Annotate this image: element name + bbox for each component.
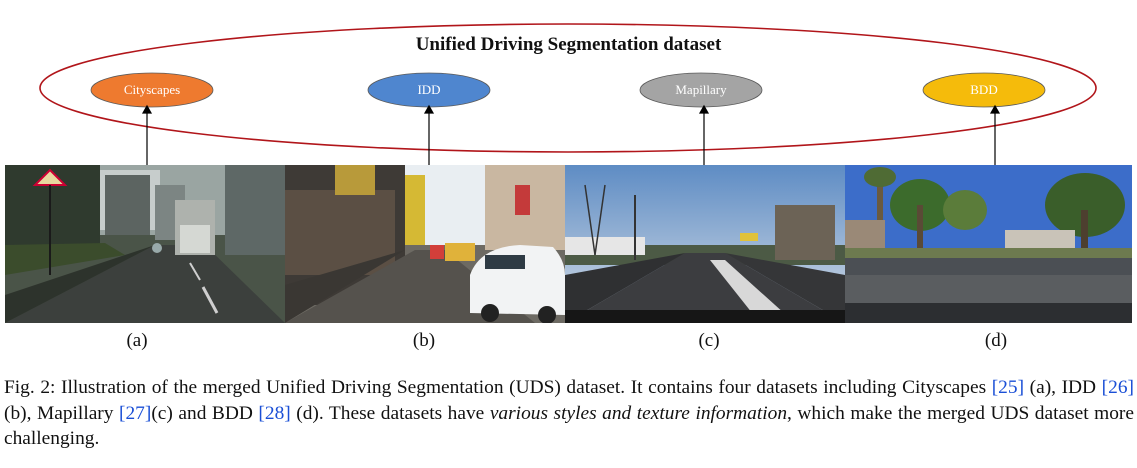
subfigure-label-d: (d) xyxy=(984,330,1008,351)
photo-cityscapes xyxy=(5,165,285,323)
caption-suffix: , which make the merged UDS dataset more… xyxy=(4,402,1134,450)
citation-link[interactable]: [25] xyxy=(991,377,1025,398)
node-label-bdd: BDD xyxy=(970,82,998,97)
caption-text: (b), Mapillary xyxy=(4,402,120,424)
node-label-mapillary: Mapillary xyxy=(675,82,727,97)
photo-mapillary xyxy=(565,165,845,323)
subfigure-label-b: (b) xyxy=(412,330,436,351)
subfigure-label-c: (c) xyxy=(698,330,720,351)
caption-text: (c) and BDD xyxy=(151,402,259,424)
caption-text: (a), IDD xyxy=(1024,377,1102,398)
diagram-lines xyxy=(39,23,1097,165)
node-label-idd: IDD xyxy=(417,82,441,97)
node-label-cityscapes: Cityscapes xyxy=(123,82,181,97)
caption-italic: various styles and texture information xyxy=(489,402,788,424)
node-mapillary xyxy=(639,72,763,108)
caption-text: (d). These datasets have xyxy=(290,402,490,424)
citation-link[interactable]: [27] xyxy=(119,402,152,424)
node-bdd xyxy=(922,72,1046,108)
figure: Unified Driving Segmentation dataset Cit… xyxy=(5,23,1132,351)
node-cityscapes xyxy=(90,72,214,108)
caption-prefix: Fig. 2: Illustration of the merged Unifi… xyxy=(4,377,992,398)
citation-link[interactable]: [28] xyxy=(258,402,291,424)
figure-caption: Fig. 2: Illustration of the merged Unifi… xyxy=(4,375,1134,452)
subfigure-label-a: (a) xyxy=(126,330,148,351)
photo-bdd xyxy=(845,165,1132,323)
figure-title: Unified Driving Segmentation dataset xyxy=(415,34,722,55)
photo-idd xyxy=(285,165,565,323)
citation-link[interactable]: [26] xyxy=(1101,377,1134,398)
outer-ellipse xyxy=(39,23,1097,153)
